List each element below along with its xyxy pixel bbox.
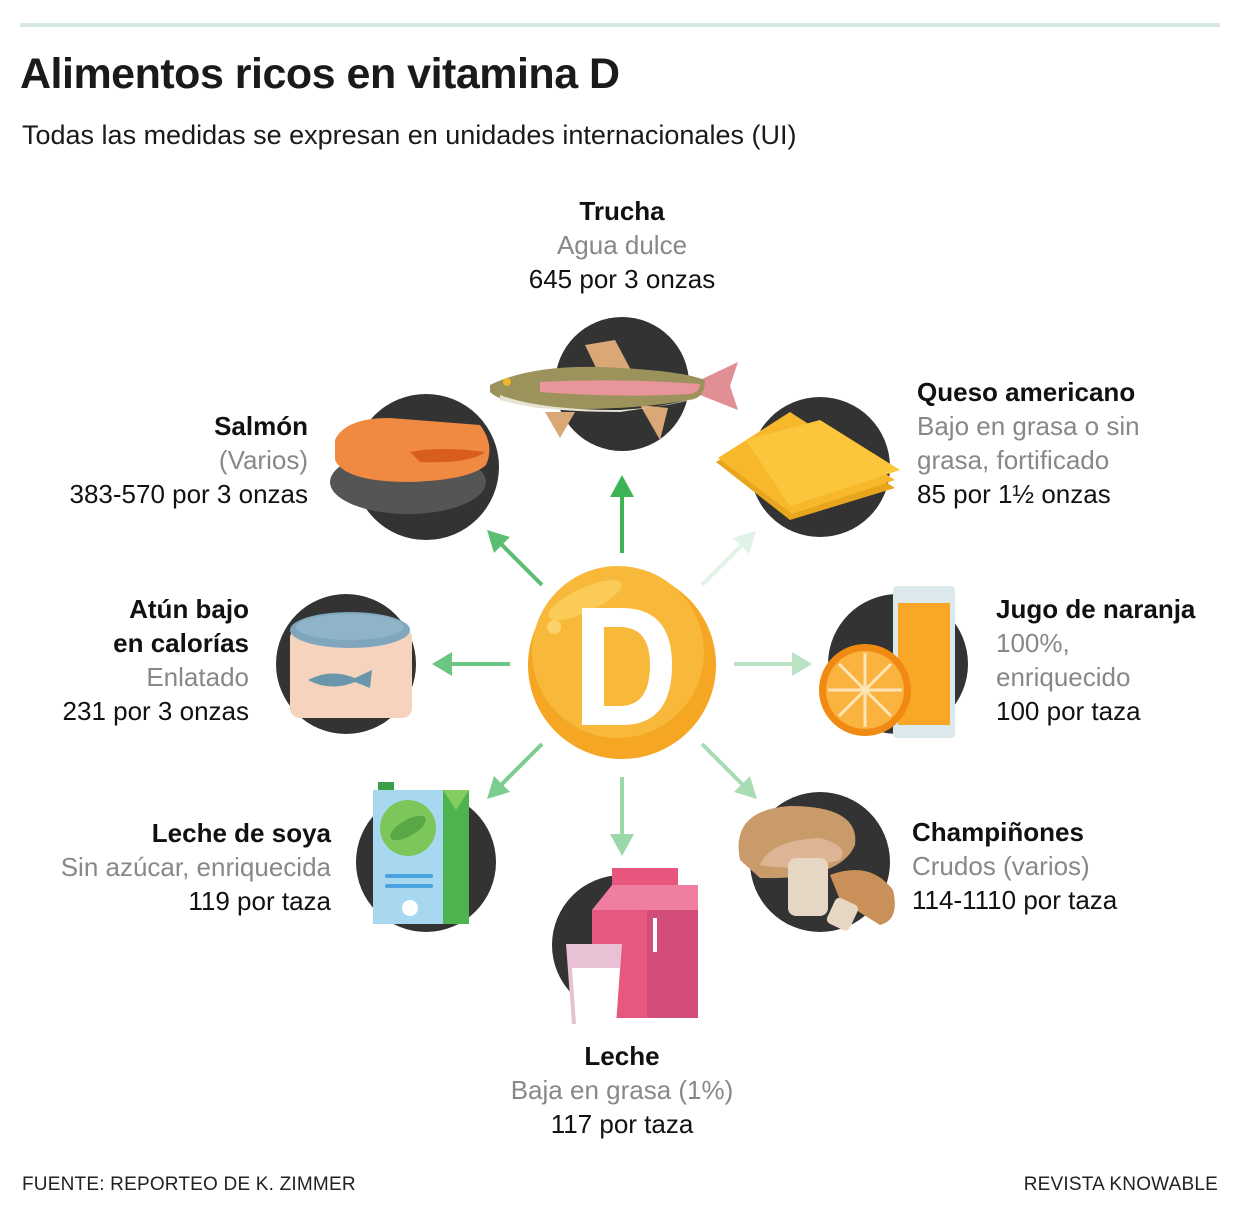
salmon-label: Salmón (Varios) 383-570 por 3 onzas [8, 409, 308, 511]
cheese-label: Queso americano Bajo en grasa o sin gras… [917, 375, 1237, 511]
arrow-up-right [700, 531, 756, 587]
food-value: 119 por taza [188, 886, 331, 916]
food-detail: Agua dulce [556, 230, 688, 260]
food-value: 645 por 3 onzas [528, 264, 716, 294]
mushroom-icon [738, 792, 895, 932]
food-detail: Baja en grasa (1%) [510, 1075, 734, 1105]
food-value: 100 por taza [996, 696, 1141, 726]
food-value: 383-570 por 3 onzas [69, 479, 308, 509]
food-detail: grasa, fortificado [917, 445, 1110, 475]
food-name: Atún bajo [129, 594, 249, 624]
arrow-right [734, 652, 812, 676]
page-subtitle: Todas las medidas se expresan en unidade… [22, 120, 797, 150]
food-name: Salmón [214, 411, 308, 441]
food-detail: Crudos (varios) [912, 851, 1090, 881]
food-name: Leche [584, 1041, 660, 1071]
orange-juice-icon [819, 586, 968, 738]
tuna-can-icon [276, 594, 416, 734]
mushroom-label: Champiñones Crudos (varios) 114-1110 por… [912, 815, 1232, 917]
arrow-left [432, 652, 510, 676]
trout-icon [490, 317, 738, 451]
food-detail: Sin azúcar, enriquecida [60, 852, 331, 882]
tuna-label: Atún bajo en calorías Enlatado 231 por 3… [0, 592, 249, 728]
milk-label: Leche Baja en grasa (1%) 117 por taza [472, 1039, 772, 1141]
food-name: Jugo de naranja [996, 594, 1196, 624]
food-detail: Enlatado [146, 662, 249, 692]
food-detail: (Varios) [218, 445, 308, 475]
page-title: Alimentos ricos en vitamina D [20, 50, 620, 98]
food-value: 231 por 3 onzas [62, 696, 249, 726]
food-detail: 100%, [996, 628, 1070, 658]
milk-carton-icon [552, 868, 698, 1024]
arrow-down-left [487, 742, 544, 799]
food-detail: Bajo en grasa o sin [917, 411, 1140, 441]
arrow-up-left [487, 530, 544, 587]
food-detail: enriquecido [996, 662, 1131, 692]
food-name: en calorías [113, 628, 249, 658]
arrow-down-right [700, 742, 757, 799]
vitamin-d-icon [528, 566, 716, 759]
food-name: Champiñones [912, 817, 1084, 847]
soy-milk-icon [356, 782, 496, 932]
food-name: Queso americano [917, 377, 1136, 407]
orange-juice-label: Jugo de naranja 100%, enriquecido 100 po… [996, 592, 1236, 728]
arrow-down [610, 777, 634, 856]
publisher-credit: REVISTA KNOWABLE [1023, 1174, 1218, 1195]
soy-milk-label: Leche de soya Sin azúcar, enriquecida 11… [10, 816, 331, 918]
trout-label: Trucha Agua dulce 645 por 3 onzas [472, 194, 772, 296]
food-name: Trucha [579, 196, 665, 226]
food-value: 114-1110 por taza [912, 885, 1118, 915]
arrow-up [610, 475, 634, 553]
food-value: 117 por taza [550, 1109, 694, 1139]
top-divider [20, 23, 1220, 27]
salmon-steak-icon [330, 394, 499, 540]
source-credit: FUENTE: REPORTEO DE K. ZIMMER [22, 1174, 356, 1195]
food-value: 85 por 1½ onzas [917, 479, 1111, 509]
cheese-slices-icon [716, 397, 900, 537]
food-name: Leche de soya [151, 818, 331, 848]
